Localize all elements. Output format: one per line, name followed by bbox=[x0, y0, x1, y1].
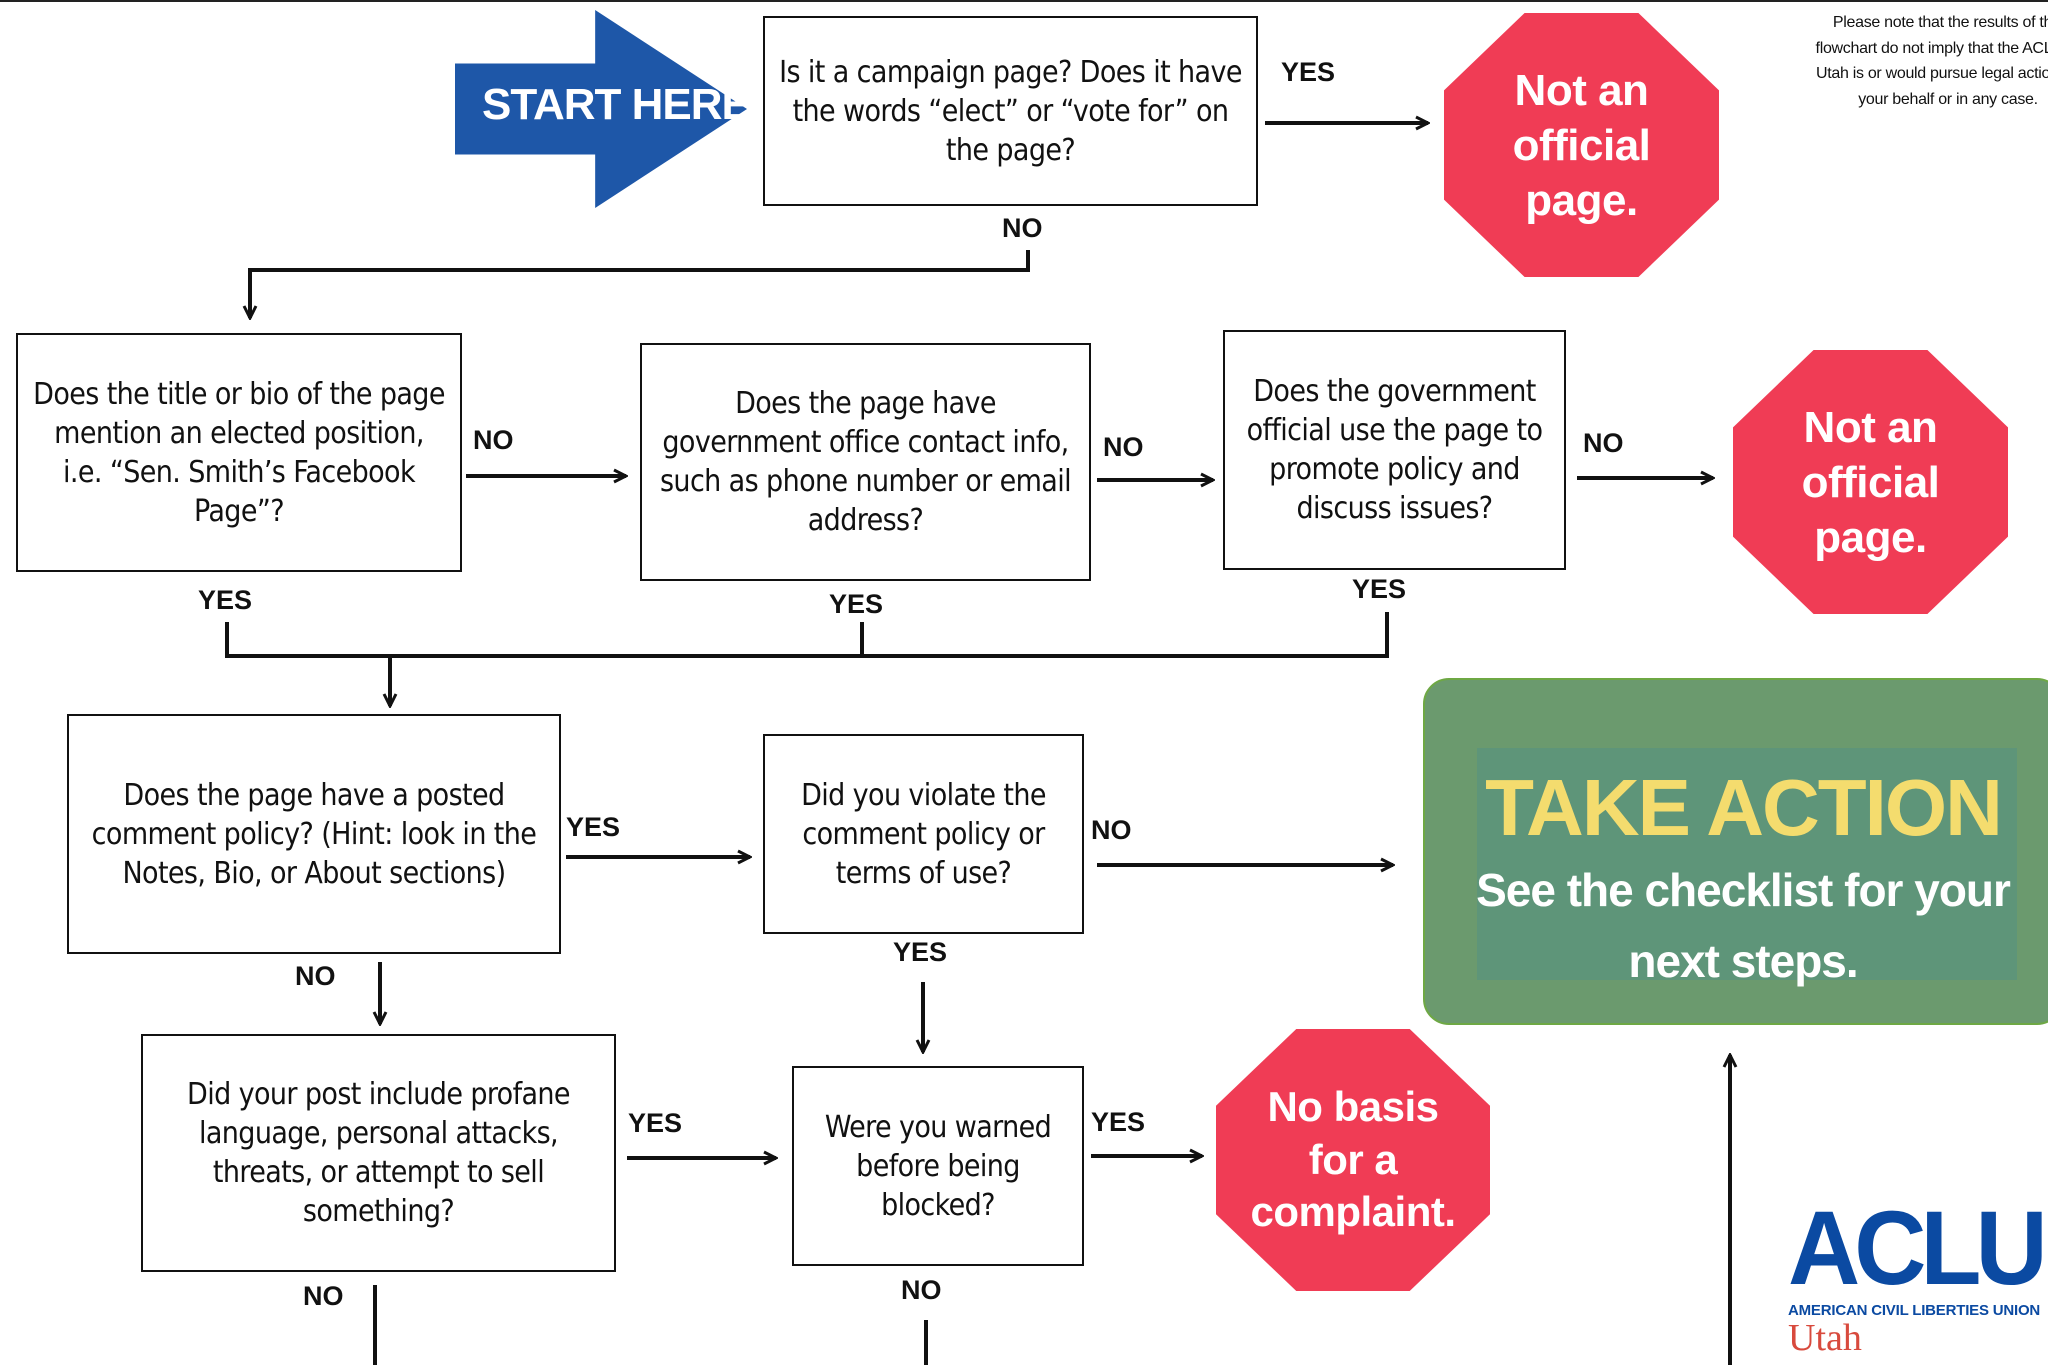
take-action-title: TAKE ACTION bbox=[1485, 763, 2003, 852]
start-label: START HERE bbox=[482, 80, 751, 129]
label-yes-q6: YES bbox=[893, 937, 948, 967]
label-yes-q5: YES bbox=[566, 812, 621, 842]
arrow-q1-no bbox=[250, 250, 1030, 318]
stop-no-basis-for-complaint: No basis for a complaint. bbox=[1216, 1029, 1490, 1291]
label-yes-q7: YES bbox=[628, 1108, 683, 1138]
question-comment-policy: Does the page have a posted comment poli… bbox=[67, 714, 561, 954]
logo-aclu-wordmark: ACLU bbox=[1788, 1189, 2048, 1308]
label-yes-q2: YES bbox=[198, 585, 253, 615]
label-no-q4: NO bbox=[1583, 428, 1624, 458]
top-border-line bbox=[0, 0, 2048, 2]
label-yes-q3: YES bbox=[829, 589, 884, 619]
connector-yes-merge bbox=[225, 612, 1389, 658]
label-yes-q1: YES bbox=[1281, 57, 1336, 87]
question-violate-policy: Did you violate the comment policy or te… bbox=[763, 734, 1084, 934]
label-yes-q8: YES bbox=[1091, 1107, 1146, 1137]
logo-tagline: AMERICAN CIVIL LIBERTIES UNION bbox=[1788, 1302, 2041, 1319]
label-no-q6: NO bbox=[1091, 815, 1132, 845]
logo-state-name: Utah bbox=[1788, 1317, 1862, 1359]
aclu-utah-logo: ACLU AMERICAN CIVIL LIBERTIES UNION Utah bbox=[1788, 1189, 2048, 1359]
disclaimer-text: Please note that the results of this flo… bbox=[1815, 14, 2048, 108]
take-action-panel: TAKE ACTION See the checklist for your n… bbox=[1423, 678, 2048, 1025]
label-yes-q4: YES bbox=[1352, 574, 1407, 604]
question-contact-info: Does the page have government office con… bbox=[640, 343, 1091, 581]
label-no-q7: NO bbox=[303, 1281, 344, 1311]
label-no-q3: NO bbox=[1103, 432, 1144, 462]
label-no-q2: NO bbox=[473, 425, 514, 455]
take-action-inner-panel bbox=[1477, 748, 2017, 980]
stop-not-official-page-top: Not an official page. bbox=[1444, 13, 1719, 277]
label-no-q8: NO bbox=[901, 1275, 942, 1305]
label-no-q1: NO bbox=[1002, 213, 1043, 243]
question-warned: Were you warned before being blocked? bbox=[792, 1066, 1084, 1266]
label-no-q5: NO bbox=[295, 961, 336, 991]
take-action-subtitle: See the checklist for your next steps. bbox=[1476, 864, 2011, 988]
question-profane-language: Did your post include profane language, … bbox=[141, 1034, 616, 1272]
stop-not-official-page-middle: Not an official page. bbox=[1733, 350, 2008, 614]
question-elected-position: Does the title or bio of the page mentio… bbox=[16, 333, 462, 572]
question-campaign-page: Is it a campaign page? Does it have the … bbox=[763, 16, 1258, 206]
question-promote-policy: Does the government official use the pag… bbox=[1223, 330, 1566, 570]
